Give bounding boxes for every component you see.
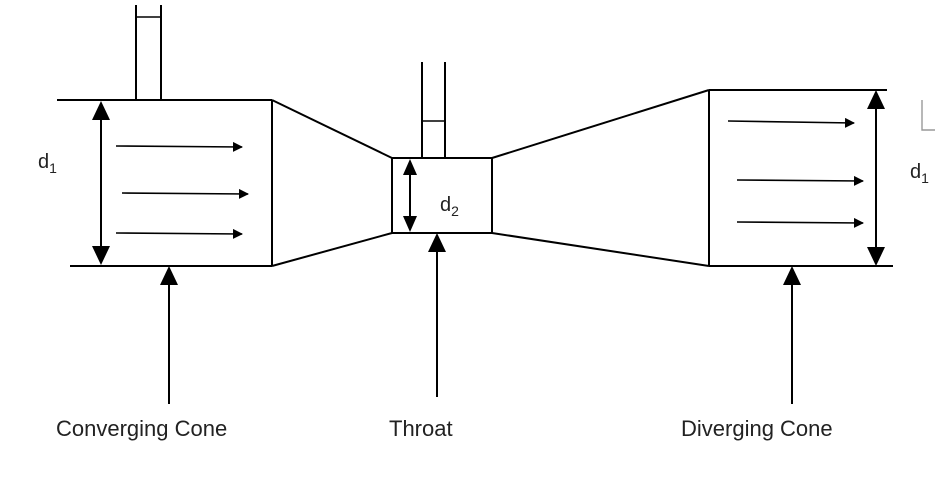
flow-arrow — [115, 141, 243, 152]
converging-cone-caption: Converging Cone — [56, 416, 227, 441]
converging-cone — [271, 99, 393, 267]
outlet-dimension-arrowhead-down — [867, 247, 885, 266]
flow-arrow — [736, 217, 864, 228]
inlet-dimension-arrowhead-up — [92, 101, 110, 120]
inlet-diameter-label: d1 — [38, 151, 57, 176]
throat-section — [391, 157, 493, 234]
diverging-top-wall — [491, 89, 710, 159]
throat-manometer-tube — [421, 62, 446, 158]
diverging-pointer-arrowhead — [783, 266, 801, 285]
outlet-diameter-label: d1 — [910, 161, 929, 186]
throat-diameter-label: d2 — [440, 194, 459, 219]
converging-bottom-wall — [271, 232, 393, 267]
converging-pointer-arrowhead — [160, 266, 178, 285]
outlet-dimension-arrowhead-up — [867, 90, 885, 109]
inlet-dimension-arrowhead-down — [92, 246, 110, 265]
throat-box — [391, 157, 493, 234]
inlet-manometer-tube — [135, 5, 162, 100]
throat-dimension-arrowhead-down — [403, 216, 417, 232]
pointer-arrows — [160, 233, 801, 404]
outlet-section — [708, 89, 893, 267]
inlet-diameter-dimension — [92, 101, 110, 265]
inlet-flow-arrows — [115, 141, 249, 239]
throat-diameter-dimension — [403, 159, 417, 232]
flow-arrow — [736, 175, 864, 186]
outlet-diameter-dimension — [867, 90, 885, 266]
flow-arrow — [115, 228, 243, 239]
corner-mark — [921, 100, 935, 131]
throat-caption: Throat — [389, 416, 453, 441]
diverging-bottom-wall — [491, 232, 710, 267]
throat-dimension-arrowhead-up — [403, 159, 417, 175]
diverging-cone — [491, 89, 710, 267]
outlet-flow-arrows — [727, 117, 864, 228]
flow-arrow — [727, 117, 855, 128]
throat-pointer-arrowhead — [428, 233, 446, 252]
diverging-cone-caption: Diverging Cone — [681, 416, 833, 441]
converging-top-wall — [271, 99, 393, 159]
inlet-section — [57, 99, 273, 267]
flow-arrow — [121, 188, 249, 199]
